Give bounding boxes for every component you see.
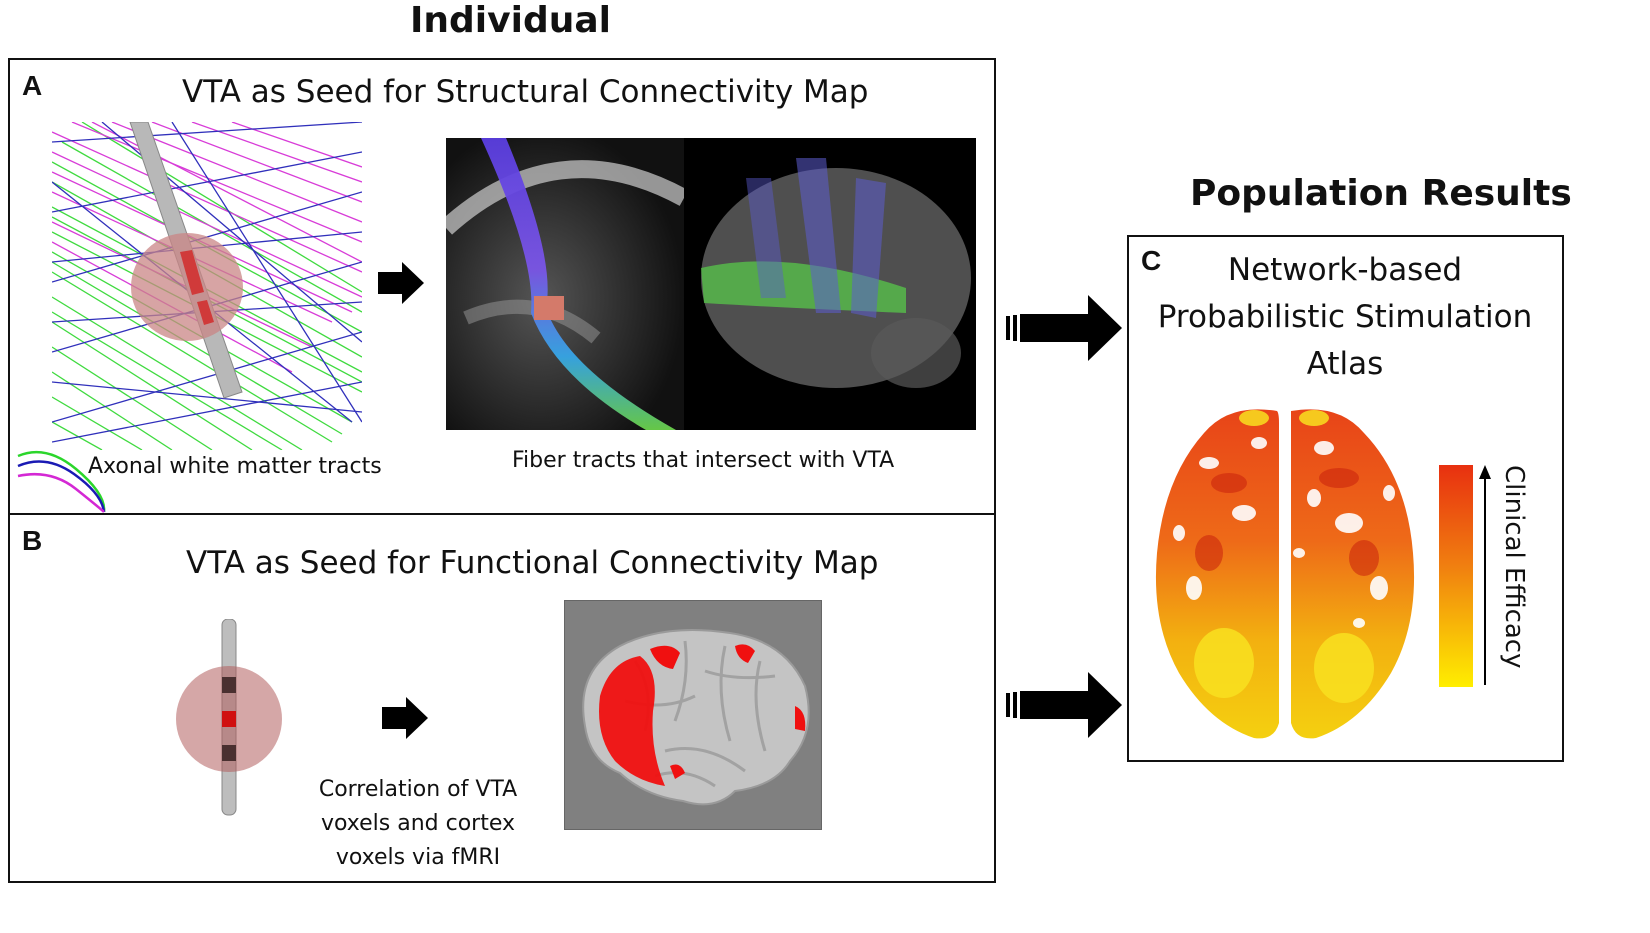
arrow-right-icon [382, 697, 430, 739]
fmri-caption-line: voxels via fMRI [335, 845, 501, 870]
colorbar-label: Clinical Efficacy [1499, 465, 1529, 669]
individual-heading: Individual [410, 0, 611, 41]
panel-b: B VTA as Seed for Functional Connectivit… [8, 513, 996, 883]
panel-c-letter: C [1141, 245, 1162, 276]
panel-c-title-line: Atlas [1306, 346, 1384, 382]
fiber-tracts-caption: Fiber tracts that intersect with VTA [512, 448, 895, 473]
axonal-tracts-caption: Axonal white matter tracts [88, 454, 382, 479]
panel-b-title: VTA as Seed for Functional Connectivity … [186, 545, 879, 581]
axonal-tracts-image [52, 122, 362, 450]
cortex-activation-image [564, 600, 822, 830]
panel-c-title-line: Probabilistic Stimulation [1157, 299, 1533, 335]
tract-legend-swatch [16, 444, 106, 514]
arrow-up-icon [1477, 465, 1493, 687]
fmri-correlation-caption: Correlation of VTA voxels and cortex vox… [282, 773, 554, 875]
panel-a-letter: A [22, 70, 43, 101]
panel-c-title-line: Network-based [1227, 252, 1463, 288]
panel-a: A VTA as Seed for Structural Connectivit… [8, 58, 996, 516]
vta-electrode-graphic [172, 619, 288, 819]
probabilistic-atlas-brain [1149, 403, 1421, 743]
panel-c-title: Network-based Probabilistic Stimulation … [1129, 247, 1561, 388]
efficacy-colorbar [1439, 465, 1473, 687]
fiber-tracts-image [446, 138, 976, 430]
panel-a-title: VTA as Seed for Structural Connectivity … [182, 74, 869, 110]
arrow-right-icon [378, 262, 426, 304]
panel-c: C Network-based Probabilistic Stimulatio… [1127, 235, 1564, 762]
fmri-caption-line: voxels and cortex [320, 811, 516, 836]
arrow-right-icon [1006, 295, 1122, 361]
arrow-right-icon [1006, 672, 1122, 738]
panel-b-letter: B [22, 525, 43, 556]
population-heading: Population Results [1190, 173, 1572, 214]
fmri-caption-line: Correlation of VTA [318, 777, 518, 802]
